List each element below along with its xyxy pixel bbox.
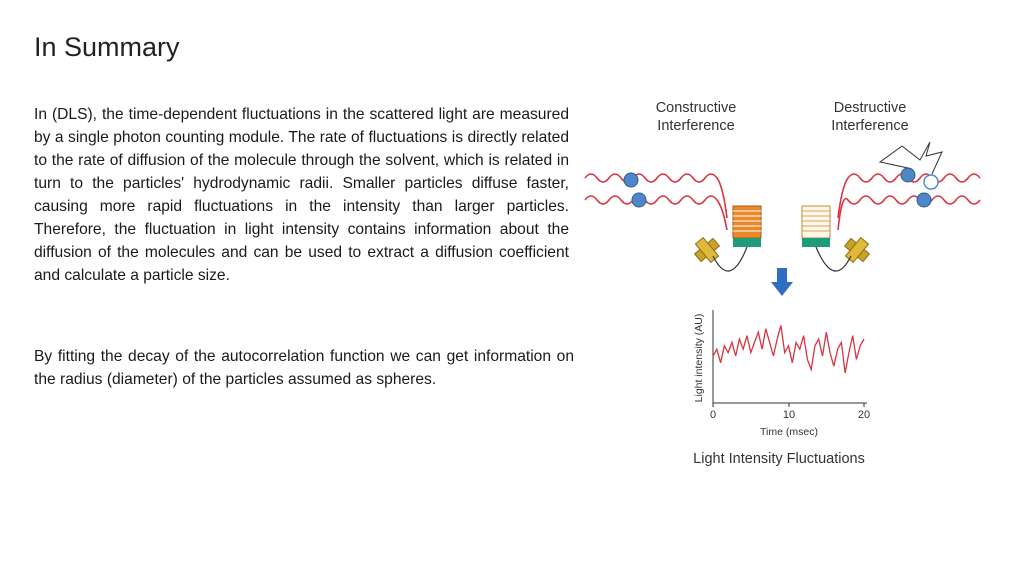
destructive-cable — [815, 246, 852, 272]
y-axis-label: Light intensity (AU) — [693, 314, 705, 403]
destructive-label-line1: Destructive — [834, 100, 907, 116]
particle — [916, 192, 932, 208]
constructive-cable — [712, 246, 748, 272]
destructive-mirror — [843, 236, 871, 264]
brownian-path — [878, 141, 943, 175]
constructive-detector — [732, 205, 762, 247]
figure-caption: Light Intensity Fluctuations — [693, 451, 865, 467]
x-axis-label: Time (msec) — [760, 426, 818, 438]
x-tick-label: 10 — [783, 409, 795, 421]
constructive-mirror — [693, 236, 721, 264]
summary-paragraph-2: By fitting the decay of the autocorrelat… — [34, 348, 574, 388]
dls-figure: Constructive Interference Destructive In… — [584, 100, 981, 467]
particle — [631, 192, 647, 208]
constructive-wave-2 — [584, 195, 728, 231]
slide-title: In Summary — [34, 32, 180, 62]
x-tick-label: 0 — [710, 409, 716, 421]
particle — [623, 172, 639, 188]
particle — [900, 167, 916, 183]
x-tick-label: 20 — [858, 409, 870, 421]
destructive-wave-2 — [837, 195, 981, 231]
constructive-label-line2: Interference — [657, 118, 734, 134]
intensity-series-line — [712, 325, 865, 374]
summary-paragraph-1: In (DLS), the time-dependent fluctuation… — [34, 106, 569, 284]
constructive-label-line1: Constructive — [656, 100, 737, 116]
down-arrow-icon — [771, 268, 793, 296]
destructive-detector — [801, 205, 831, 247]
destructive-label-line2: Interference — [831, 118, 908, 134]
constructive-wave-1 — [584, 173, 728, 219]
particle-moved — [923, 174, 939, 190]
intensity-chart: 0 10 20 Time (msec) Light intensity (AU) — [693, 310, 870, 438]
